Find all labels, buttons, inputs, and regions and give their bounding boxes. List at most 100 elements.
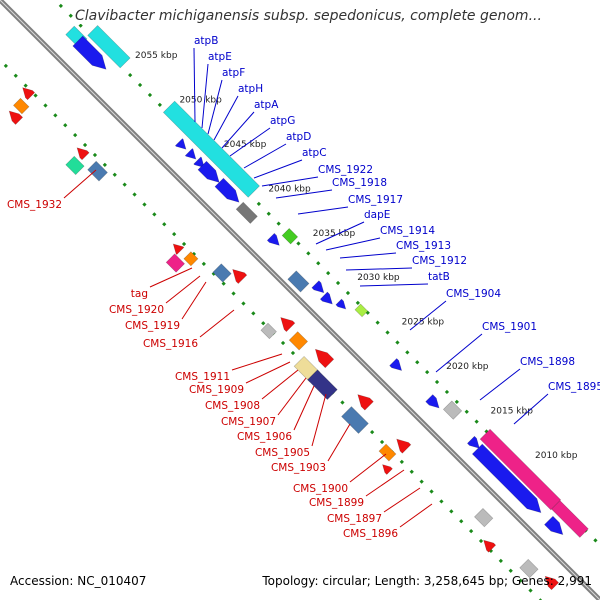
forward-gene-label: atpF xyxy=(222,67,245,79)
reverse-leader-line xyxy=(181,281,207,320)
reverse-gene-feature xyxy=(474,507,494,528)
forward-gene-feature xyxy=(235,201,258,224)
forward-gene-label: atpH xyxy=(238,83,263,95)
tick-label: 2040 kbp xyxy=(268,184,311,194)
tick-label: 2025 kbp xyxy=(402,318,445,328)
gene-features xyxy=(8,25,589,591)
tick-label: 2010 kbp xyxy=(535,451,578,461)
reverse-leader-line xyxy=(149,267,193,288)
forward-leader-line xyxy=(479,368,521,401)
reverse-leader-line xyxy=(349,453,387,483)
forward-leader-line xyxy=(221,111,255,149)
forward-gene-feature xyxy=(389,358,403,371)
forward-gene-label: atpA xyxy=(254,99,279,111)
reverse-gene-feature xyxy=(232,268,248,284)
accession-text: Accession: NC_010407 xyxy=(10,574,147,588)
forward-gene-label: atpE xyxy=(208,51,232,63)
reverse-gene-feature xyxy=(288,331,309,351)
forward-leader-line xyxy=(345,267,413,271)
forward-leader-line xyxy=(229,127,271,157)
reverse-gene-label: CMS_1896 xyxy=(343,528,398,540)
forward-leader-line xyxy=(513,393,549,425)
forward-leader-line xyxy=(315,221,365,245)
forward-leader-line xyxy=(207,79,223,135)
forward-gene-feature xyxy=(193,156,205,169)
topology-summary: Topology: circular; Length: 3,258,645 bp… xyxy=(262,574,592,588)
forward-gene-feature xyxy=(354,303,369,318)
tick-label: 2050 kbp xyxy=(179,95,222,105)
outer-forward-dot-track xyxy=(52,0,600,548)
forward-gene-label: CMS_1922 xyxy=(318,164,373,176)
reverse-gene-feature xyxy=(65,155,85,176)
forward-gene-feature xyxy=(442,400,463,420)
reverse-leader-line xyxy=(199,309,235,338)
tick-label: 2015 kbp xyxy=(491,407,534,417)
tick-label: 2035 kbp xyxy=(313,229,356,239)
reverse-gene-feature xyxy=(8,110,24,125)
forward-gene-feature xyxy=(266,232,280,246)
forward-gene-label: CMS_1895 xyxy=(548,381,600,393)
forward-leader-line xyxy=(297,206,349,215)
reverse-gene-label: CMS_1907 xyxy=(221,416,276,428)
forward-gene-feature xyxy=(425,394,440,409)
forward-leader-line xyxy=(339,252,397,259)
forward-gene-label: CMS_1913 xyxy=(396,240,451,252)
reverse-gene-label: CMS_1905 xyxy=(255,447,310,459)
forward-gene-label: CMS_1901 xyxy=(482,321,537,333)
forward-leader-line xyxy=(409,300,447,331)
reverse-leader-line xyxy=(261,369,299,400)
forward-gene-feature xyxy=(471,443,542,514)
tick-label: 2030 kbp xyxy=(357,273,400,283)
reverse-leader-line xyxy=(231,353,283,371)
forward-leader-line xyxy=(325,237,381,251)
forward-gene-feature xyxy=(281,227,299,245)
reverse-gene-feature xyxy=(22,87,36,101)
forward-gene-feature xyxy=(287,270,310,293)
forward-leader-line xyxy=(275,189,333,199)
reverse-leader-line xyxy=(311,393,327,447)
reverse-gene-feature xyxy=(172,243,185,255)
forward-leader-line xyxy=(201,63,209,129)
gene-labels: atpBatpEatpFatpHatpAatpGatpDatpCCMS_1922… xyxy=(7,35,600,540)
forward-gene-feature xyxy=(197,160,220,183)
forward-gene-label: CMS_1914 xyxy=(380,225,435,237)
forward-gene-feature xyxy=(72,35,107,70)
reverse-gene-feature xyxy=(378,443,397,462)
forward-gene-label: CMS_1904 xyxy=(446,288,501,300)
forward-gene-label: atpC xyxy=(302,147,327,159)
reverse-gene-feature xyxy=(307,369,338,400)
forward-gene-label: atpG xyxy=(270,115,295,127)
forward-gene-label: tatB xyxy=(428,271,450,283)
reverse-gene-feature xyxy=(341,406,369,434)
forward-gene-feature xyxy=(466,435,480,449)
forward-gene-feature xyxy=(319,291,333,305)
reverse-gene-feature xyxy=(76,147,90,161)
forward-gene-feature xyxy=(479,428,562,511)
forward-gene-feature xyxy=(174,138,187,150)
label-leader-lines xyxy=(63,47,549,528)
reverse-gene-label: CMS_1911 xyxy=(175,371,230,383)
reverse-gene-feature xyxy=(87,160,108,182)
forward-leader-line xyxy=(253,159,303,179)
reverse-gene-label: CMS_1908 xyxy=(205,400,260,412)
reverse-leader-line xyxy=(245,361,291,384)
reverse-leader-line xyxy=(365,469,405,497)
forward-gene-label: dapE xyxy=(364,209,390,221)
reverse-gene-feature xyxy=(519,558,539,579)
tick-label: 2055 kbp xyxy=(135,51,178,61)
forward-leader-line xyxy=(359,283,429,287)
reverse-gene-label: CMS_1900 xyxy=(293,483,348,495)
reverse-leader-line xyxy=(63,169,97,199)
forward-gene-label: CMS_1912 xyxy=(412,255,467,267)
map-title: Clavibacter michiganensis subsp. sepedon… xyxy=(75,8,546,24)
forward-gene-feature xyxy=(162,100,260,198)
forward-leader-line xyxy=(261,176,319,187)
reverse-gene-feature xyxy=(280,317,296,333)
forward-gene-feature xyxy=(551,500,589,538)
forward-gene-label: atpD xyxy=(286,131,311,143)
reverse-gene-feature xyxy=(314,348,335,369)
forward-leader-line xyxy=(193,47,196,123)
reverse-gene-feature xyxy=(382,464,393,475)
